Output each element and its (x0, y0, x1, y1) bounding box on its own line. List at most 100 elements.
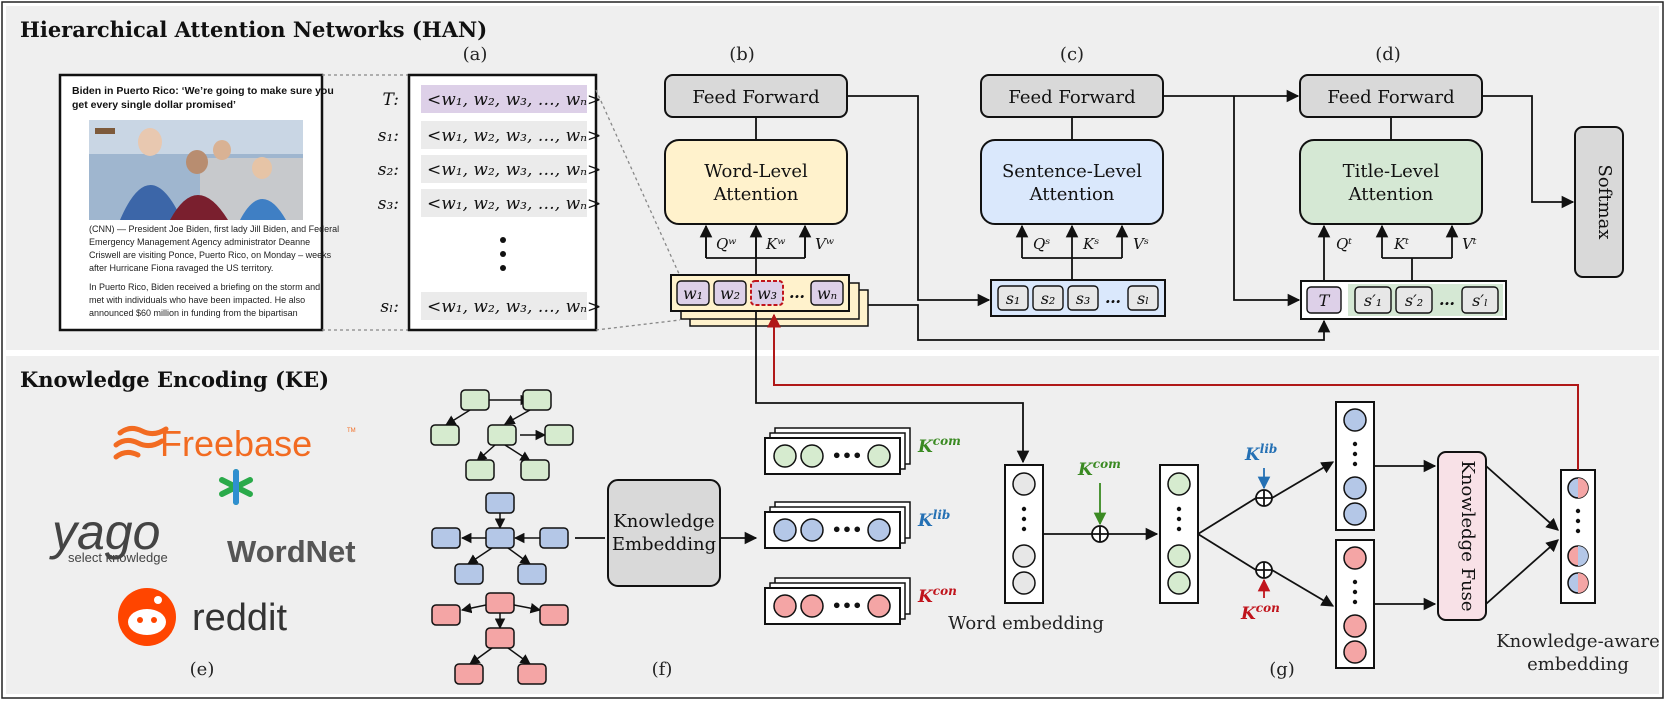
svg-text:Embedding: Embedding (612, 534, 716, 555)
klib-embedding-stack: ••• (764, 501, 911, 549)
feed-forward-sentence: Feed Forward (980, 74, 1164, 118)
svg-text:Knowledge: Knowledge (613, 511, 714, 532)
article-headline-line2: get every single dollar promised’ (72, 99, 236, 111)
wordnet-logo: WordNet (227, 534, 356, 569)
news-article-card: Biden in Puerto Rico: ‘We’re going to ma… (58, 73, 339, 332)
word-query-label: Qʷ (716, 235, 736, 253)
commonsense-vector (1159, 464, 1199, 604)
svg-text:Softmax: Softmax (1594, 164, 1615, 239)
feed-forward-title: Feed Forward (1299, 74, 1483, 118)
word-token-stack: w₁ w₂ w₃ … wₙ (670, 274, 869, 327)
yago-logo: yago select knowledge (49, 469, 253, 565)
svg-text:w₃: w₃ (757, 284, 777, 303)
svg-text:Feed Forward: Feed Forward (1008, 87, 1135, 108)
freebase-logo: Freebase TM (113, 423, 356, 464)
svg-text:Freebase: Freebase (160, 423, 312, 464)
sentence-1-label: s₁: (378, 126, 399, 146)
svg-text:select knowledge: select knowledge (68, 550, 168, 565)
plus-op-lib (1255, 489, 1273, 507)
softmax-block: Softmax (1574, 126, 1624, 278)
word-embedding-caption: Word embedding (948, 613, 1104, 634)
title-token-ellipsis: … (1439, 290, 1455, 309)
sentence-level-attention: Sentence-Level Attention (980, 139, 1164, 225)
title-key-label: Kᵗ (1393, 235, 1409, 253)
sentence-key-label: Kˢ (1082, 235, 1099, 253)
svg-text:Attention: Attention (1348, 184, 1434, 205)
knowledge-graph-blue (431, 492, 569, 585)
svg-text:•••: ••• (832, 596, 863, 615)
arrow-sentence-to-title-tokens (1233, 96, 1301, 307)
article-text-line6: met with individuals who have been impac… (89, 295, 305, 305)
svg-text:w₁: w₁ (683, 284, 703, 303)
svg-text:…: … (789, 283, 805, 302)
liberal-vector (1335, 401, 1375, 531)
svg-text:Sentence-Level: Sentence-Level (1002, 161, 1142, 182)
title-value-label: Vᵗ (1462, 235, 1477, 253)
article-text-line2: Emergency Management Agency administrato… (89, 237, 310, 247)
panel-label-a: (a) (463, 44, 488, 65)
arrow-word-to-title-token (868, 304, 1331, 341)
article-text-line7: announced $60 million in funding from th… (89, 308, 298, 318)
klib-label: Klib (917, 508, 950, 531)
sentence-2-label: s₂: (378, 160, 399, 180)
kcon-embedding-stack: ••• (764, 577, 911, 625)
panel-label-g: (g) (1269, 659, 1295, 680)
svg-text:Title-Level: Title-Level (1343, 161, 1440, 182)
svg-text:Word-Level: Word-Level (704, 161, 808, 182)
knowledge-aware-caption-2: embedding (1527, 654, 1629, 675)
title-sentence-token-l-box (1461, 286, 1499, 314)
arrow-title-to-softmax (1482, 95, 1575, 209)
word-embedding-vector (1004, 464, 1044, 604)
kcom-label: Kcom (917, 434, 961, 457)
knowledge-aware-caption-1: Knowledge-aware (1496, 631, 1660, 652)
panel-label-b: (b) (729, 44, 755, 65)
panel-label-f: (f) (652, 659, 673, 680)
plus-op-com (1091, 525, 1109, 543)
sentence-token-2: s₂ (1041, 289, 1056, 308)
kcon-label: Kcon (917, 584, 957, 607)
sequence-panel: <w₁, w₂, w₃, …, wₙ> <w₁, w₂, w₃, …, wₙ> … (407, 73, 601, 332)
panel-label-c: (c) (1060, 44, 1084, 65)
knowledge-aware-vector (1560, 469, 1596, 604)
knowledge-feedback-arrow (767, 313, 1579, 470)
arrow-word-to-embedding (755, 311, 1030, 464)
title-token: T (1319, 291, 1331, 310)
word-value-label: Vʷ (815, 235, 834, 253)
fuse-klib-label: Klib (1244, 442, 1277, 465)
article-text-line1: (CNN) — President Joe Biden, first lady … (89, 224, 339, 234)
fuse-kcon-label: Kcon (1240, 601, 1280, 624)
article-text-line3: Criswell are visiting Ponce, Puerto Rico… (89, 250, 332, 260)
sentence-token-1: s₁ (1006, 289, 1021, 308)
article-text-line4: after Hurricane Fiona ravaged the US ter… (89, 263, 273, 273)
title-sentence-token-2: s′₂ (1405, 291, 1423, 310)
svg-text:w₂: w₂ (720, 284, 740, 303)
sentence-3-label: s₃: (378, 194, 399, 214)
knowledge-embedding-block: Knowledge Embedding (607, 479, 721, 587)
svg-text:WordNet: WordNet (227, 534, 356, 569)
zoom-connector-tokens-bottom (595, 319, 681, 331)
svg-text:yago: yago (49, 504, 160, 560)
svg-text:•••: ••• (832, 446, 863, 465)
title-sentence-token-1: s′₁ (1364, 291, 1382, 310)
fuse-kcom-label: Kcom (1077, 457, 1121, 480)
svg-text:Attention: Attention (1029, 184, 1115, 205)
knowledge-graph-green (430, 389, 574, 481)
title-row-label: T: (383, 90, 399, 110)
kcom-embedding-stack: ••• (764, 427, 911, 475)
title-query-label: Qᵗ (1336, 235, 1352, 253)
panel-label-e: (e) (190, 659, 215, 680)
knowledge-graph-red (431, 592, 569, 685)
title-sequence: <w₁, w₂, w₃, …, wₙ> (427, 90, 601, 110)
knowledge-fuse-block: Knowledge Fuse (1437, 451, 1487, 621)
feed-forward-word: Feed Forward (664, 74, 848, 118)
article-photo (89, 120, 303, 220)
svg-text:reddit: reddit (192, 597, 287, 639)
svg-text:Feed Forward: Feed Forward (1327, 87, 1454, 108)
svg-text:wₙ: wₙ (817, 284, 837, 303)
svg-text:…: … (1105, 288, 1121, 307)
svg-text:TM: TM (347, 428, 356, 434)
word-token-2 (713, 280, 747, 306)
word-token-n (810, 280, 844, 306)
